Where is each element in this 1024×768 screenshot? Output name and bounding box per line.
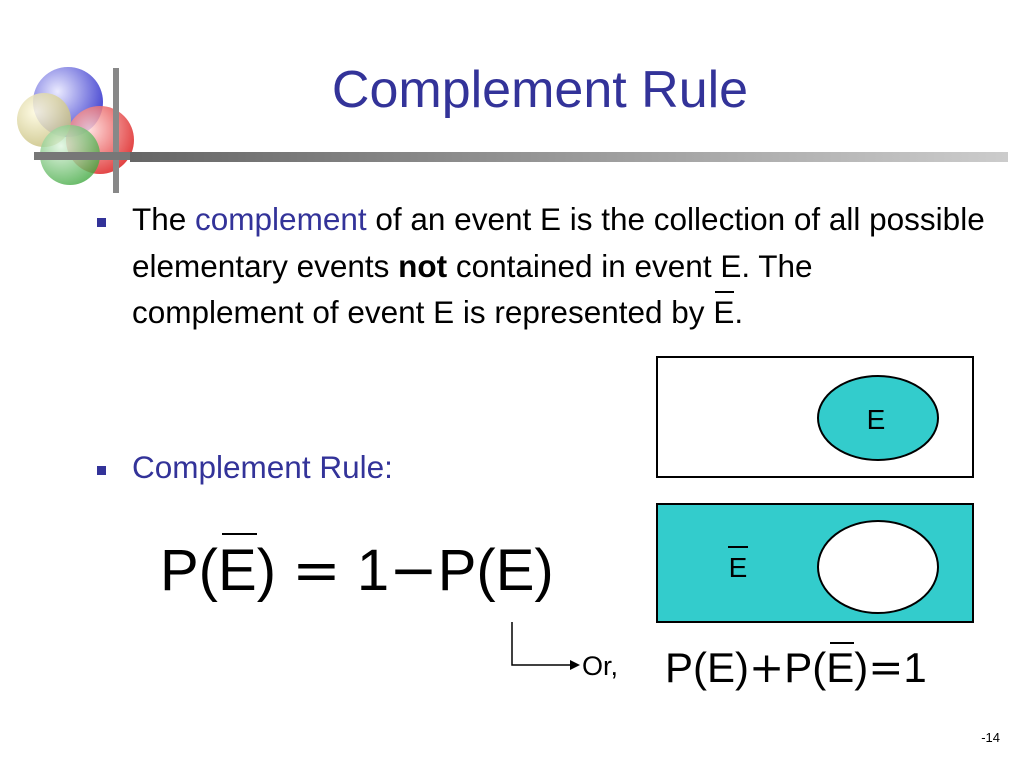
complement-rule-formula: P(E) = 1−P(E) (160, 530, 554, 611)
complement-rule-label: Complement Rule: (132, 449, 393, 485)
alt-p-open: P( (784, 644, 827, 691)
bullet-marker (97, 466, 106, 475)
formula-e-complement: E (218, 531, 257, 611)
decorative-circles-logo (17, 67, 138, 193)
complement-definition: The complement of an event E is the coll… (132, 196, 992, 336)
formula-one: 1 (356, 538, 390, 603)
formula-minus: − (389, 536, 438, 604)
complement-term: complement (195, 201, 367, 237)
formula-p-open: P( (160, 538, 218, 603)
formula-p-e: P(E) (437, 538, 554, 603)
alt-e-letter: E (826, 644, 855, 691)
arrow-to-alternative (511, 622, 580, 670)
title-divider (130, 152, 1008, 162)
event-e-hole (817, 520, 939, 614)
text-run: The (132, 201, 196, 237)
alt-plus: + (749, 643, 785, 692)
complement-label: E (729, 552, 748, 583)
alt-close: ) (854, 644, 869, 691)
formula-close-paren: ) (256, 538, 277, 603)
venn-diagrams: E E (656, 356, 974, 623)
alt-e-complement: E (826, 640, 855, 696)
alternative-formula: P(E)+P(E)=1 (665, 640, 927, 696)
text-run: contained in event E. The complement of … (132, 247, 813, 331)
alt-one: 1 (903, 644, 927, 691)
formula-e-letter: E (218, 538, 257, 603)
bullet-marker (97, 218, 106, 227)
or-label: Or, (582, 651, 619, 681)
slide-number: -14 (981, 730, 1000, 745)
alt-p-e: P(E) (665, 644, 749, 691)
formula-equals: = (292, 536, 341, 604)
text-run: of an event E is the collection of all p… (132, 201, 985, 284)
e-complement-symbol: E (713, 289, 735, 336)
text-run: . (734, 294, 744, 330)
slide-title: Complement Rule (331, 61, 749, 119)
alt-equals: = (868, 643, 904, 692)
event-e-label: E (867, 404, 886, 435)
event-e-ellipse (817, 375, 939, 461)
not-emphasis: not (398, 247, 448, 284)
